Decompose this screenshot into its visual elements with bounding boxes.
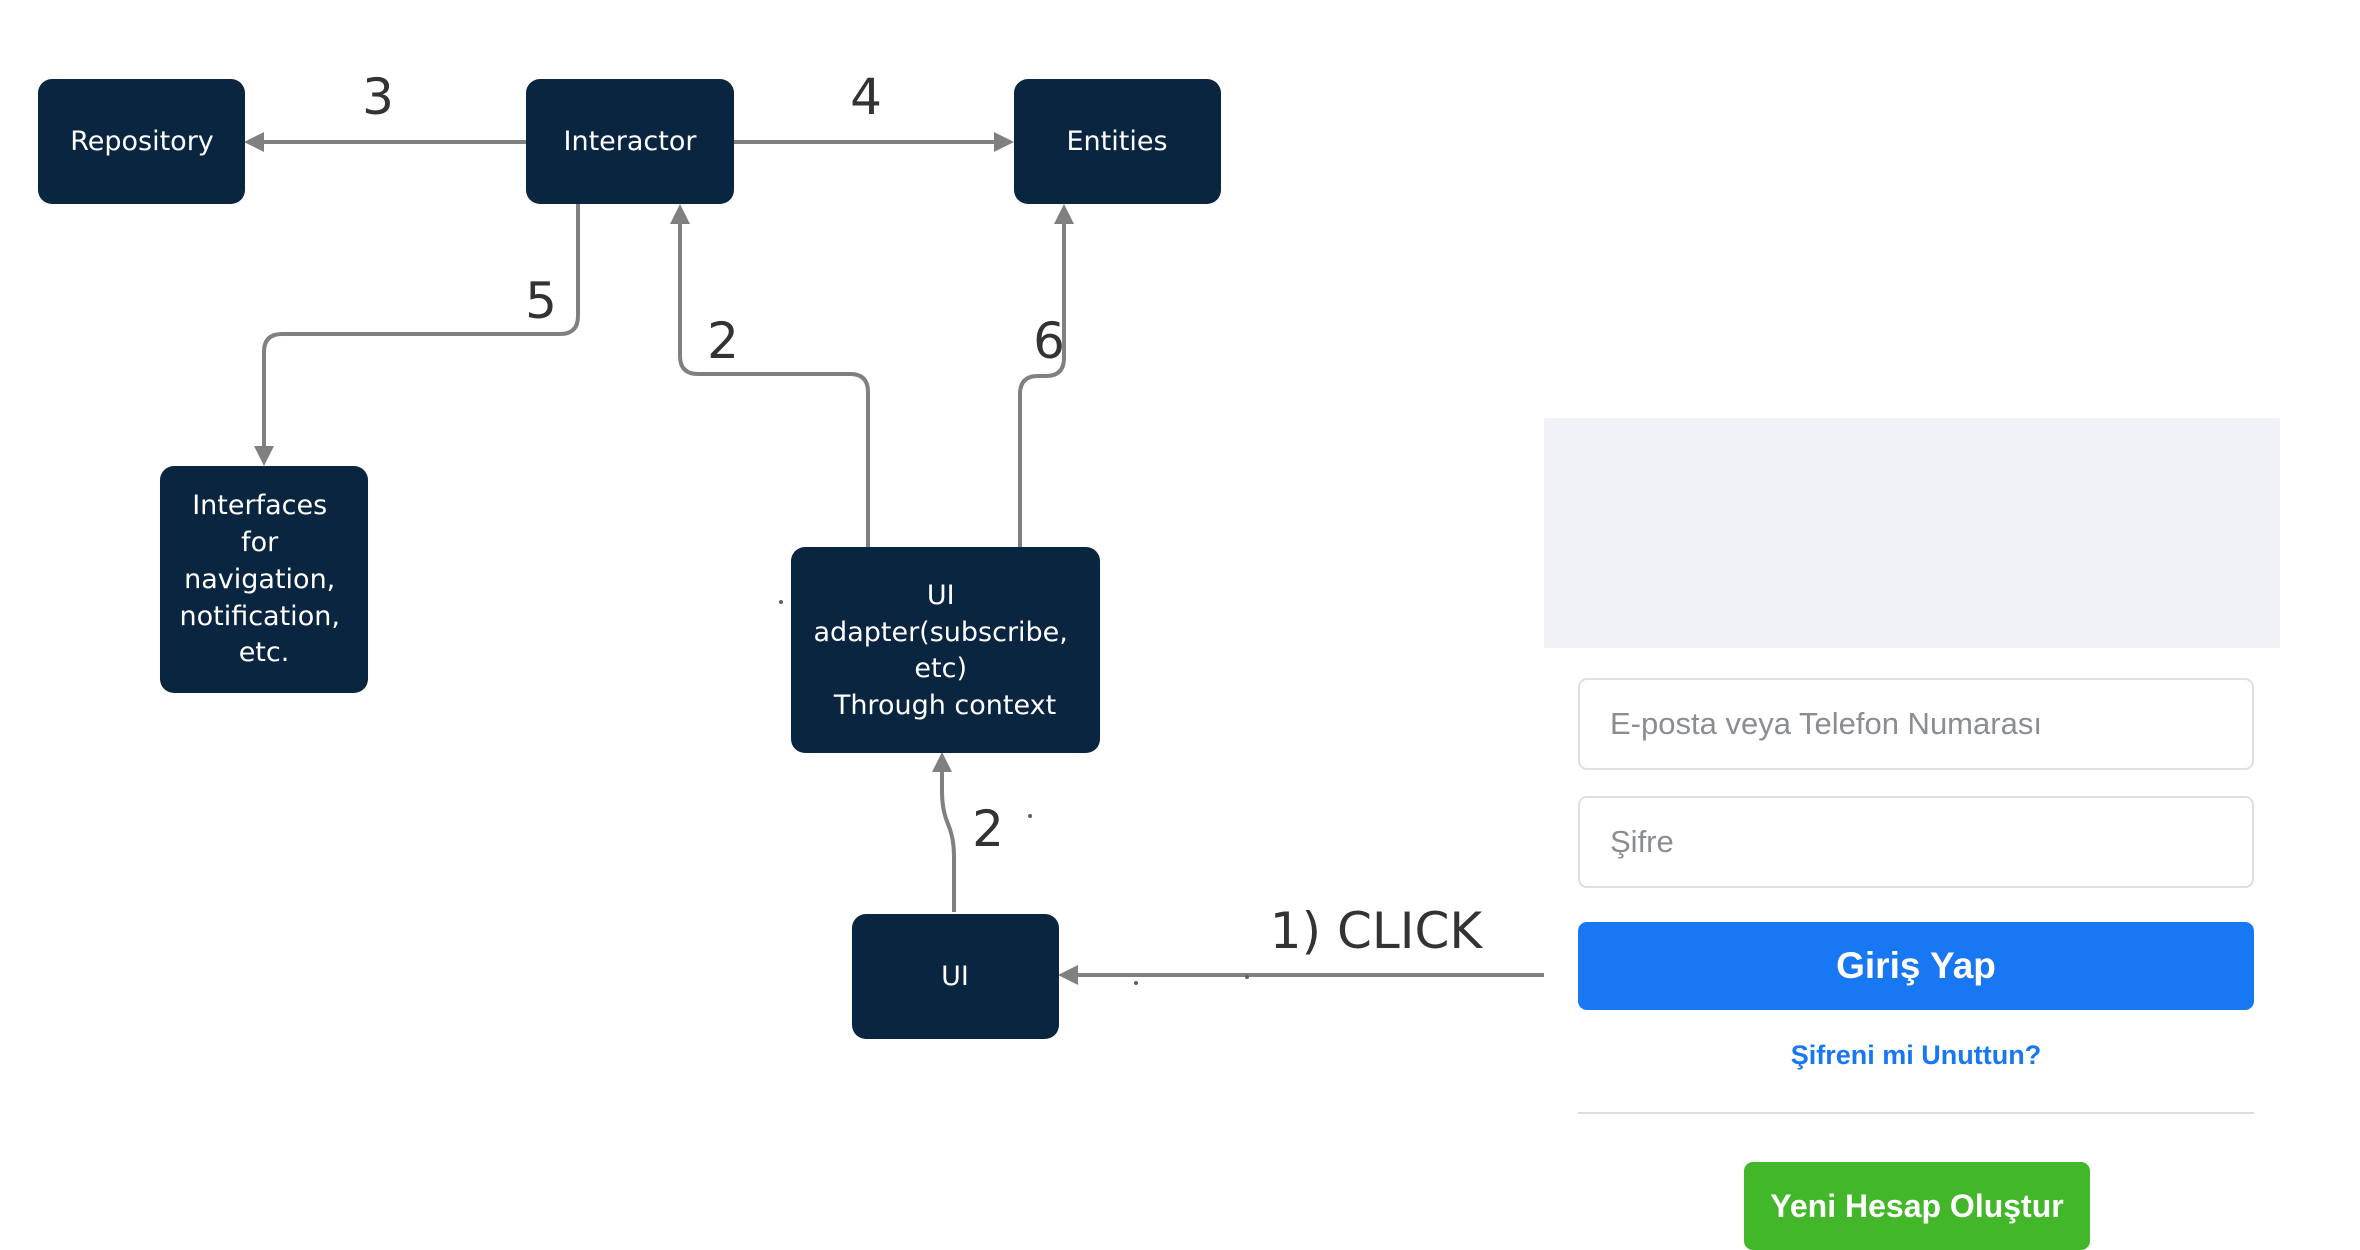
svg-text:Interactor: Interactor (564, 126, 698, 157)
svg-text:Interfaces for: Interfaces for navigation, notification,… (179, 490, 348, 668)
node-ui-label: UI (941, 961, 969, 992)
node-ui-adapter-line-2: adapter(subscribe, (814, 617, 1068, 648)
node-interfaces-line-2: for (241, 527, 279, 558)
svg-text:Entities: Entities (1066, 126, 1167, 157)
node-ui-adapter-line-3: etc) (914, 653, 967, 684)
node-ui-adapter-line-1: UI (927, 580, 955, 611)
login-button[interactable]: Giriş Yap (1578, 922, 2254, 1010)
edge-label-6: 6 (1033, 312, 1065, 370)
node-interfaces-line-3: navigation, (184, 564, 335, 595)
node-entities: Entities (1014, 79, 1221, 204)
edge-interactor-to-interfaces (254, 203, 580, 466)
edge-label-click: 1) CLICK (1270, 902, 1484, 960)
node-interactor: Interactor (526, 79, 734, 204)
node-interactor-label: Interactor (564, 126, 698, 157)
node-ui: UI (852, 914, 1059, 1039)
node-ui-adapter-line-4: Through context (833, 690, 1056, 721)
password-input[interactable] (1578, 796, 2254, 888)
node-repository: Repository (38, 79, 245, 204)
node-entities-label: Entities (1066, 126, 1167, 157)
node-repository-label: Repository (70, 126, 214, 157)
svg-text:UI: UI (941, 961, 969, 992)
edge-label-3: 3 (362, 68, 394, 126)
edge-label-4: 4 (850, 68, 882, 126)
login-divider (1578, 1112, 2254, 1114)
node-interfaces-line-5: etc. (239, 637, 290, 668)
node-interfaces-line-4: notification, (179, 601, 339, 632)
forgot-password-link[interactable]: Şifreni mi Unuttun? (1790, 1040, 2042, 1070)
node-interfaces: Interfaces for navigation, notification,… (160, 466, 368, 693)
edge-label-2-ui: 2 (972, 800, 1004, 858)
edge-adapter-to-entities (1018, 204, 1074, 547)
email-or-phone-input[interactable] (1578, 678, 2254, 770)
edge-ui-to-adapter (932, 752, 956, 912)
edges (244, 132, 1552, 985)
edge-label-5: 5 (525, 272, 557, 330)
nodes: Repository Interactor Entities Interface… (38, 79, 1221, 1039)
node-ui-adapter: UI adapter(subscribe, etc) Through conte… (791, 547, 1100, 753)
edge-adapter-to-interactor (670, 204, 870, 547)
svg-text:Repository: Repository (70, 126, 214, 157)
edge-label-2-adapter: 2 (707, 312, 739, 370)
node-interfaces-line-1: Interfaces (192, 490, 327, 521)
svg-text:UI adapter(subscribe,: UI adapter(subscribe, etc) Through conte… (814, 580, 1077, 721)
create-account-button[interactable]: Yeni Hesap Oluştur (1744, 1162, 2090, 1250)
edge-labels: 3 4 5 2 6 2 1) CLICK (362, 68, 1483, 960)
stray-dots (779, 600, 1249, 985)
login-header-background (1544, 418, 2280, 648)
